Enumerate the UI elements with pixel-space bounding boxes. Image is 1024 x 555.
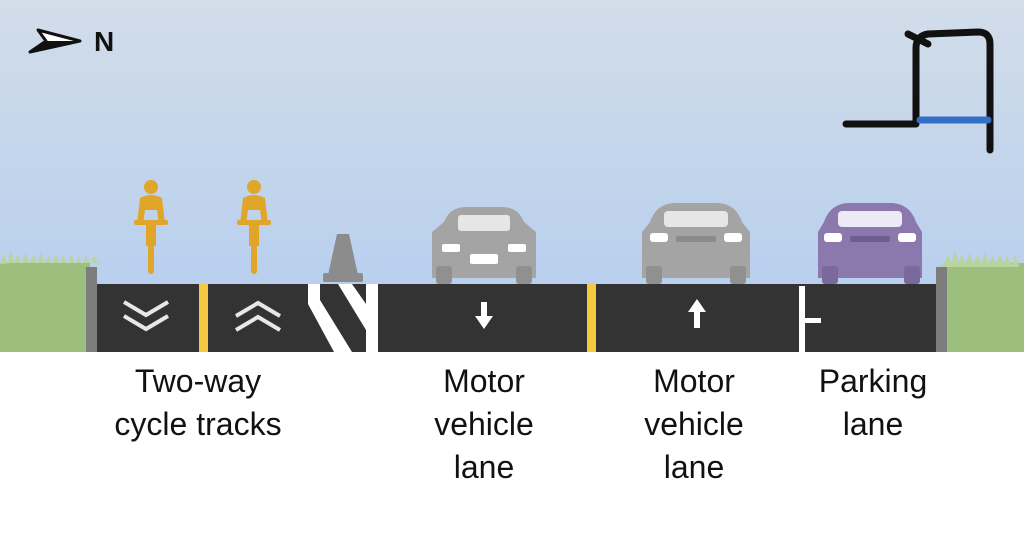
down-arrow-icon <box>475 302 493 329</box>
lane-label-line: Two-way <box>134 363 262 399</box>
north-label: N <box>94 26 115 57</box>
lane-label-line: Motor <box>443 363 525 399</box>
chevron-up-icon <box>234 300 282 332</box>
chevron-down-icon <box>122 300 170 332</box>
road-surface <box>97 284 936 352</box>
lane-label-line: Motor <box>653 363 735 399</box>
lane-label-cycle-tracks: Two-way cycle tracks <box>82 360 314 446</box>
grass-left <box>0 251 102 352</box>
traffic-cone-icon <box>323 234 363 282</box>
lane-label-line: lane <box>663 449 725 485</box>
lane-label-line: lane <box>842 406 904 442</box>
lane-label-line: vehicle <box>434 406 534 442</box>
buffer-hatch <box>308 284 378 352</box>
cyclist-icon <box>134 180 168 274</box>
curb-right <box>936 267 947 352</box>
lane-label-motor-lane-1: Motor vehicle lane <box>404 360 564 489</box>
lane-label-line: vehicle <box>644 406 744 442</box>
north-arrow-icon <box>28 28 82 54</box>
parking-lane-line <box>799 286 821 352</box>
curb-left <box>86 267 97 352</box>
car-front-icon <box>642 203 750 284</box>
cycle-centre-line <box>199 284 208 352</box>
cyclist-icon <box>237 180 271 274</box>
lane-label-parking-lane: Parking lane <box>798 360 948 446</box>
up-arrow-icon <box>688 299 706 328</box>
key-map-icon <box>842 28 994 154</box>
lane-label-line: Parking <box>818 363 928 399</box>
lane-label-line: cycle tracks <box>114 406 282 442</box>
car-rear-icon <box>432 207 536 284</box>
car-front-icon <box>818 203 922 284</box>
lane-label-line: lane <box>453 449 515 485</box>
grass-right <box>939 251 1024 352</box>
lane-label-motor-lane-2: Motor vehicle lane <box>614 360 774 489</box>
road-centre-line <box>587 284 596 352</box>
